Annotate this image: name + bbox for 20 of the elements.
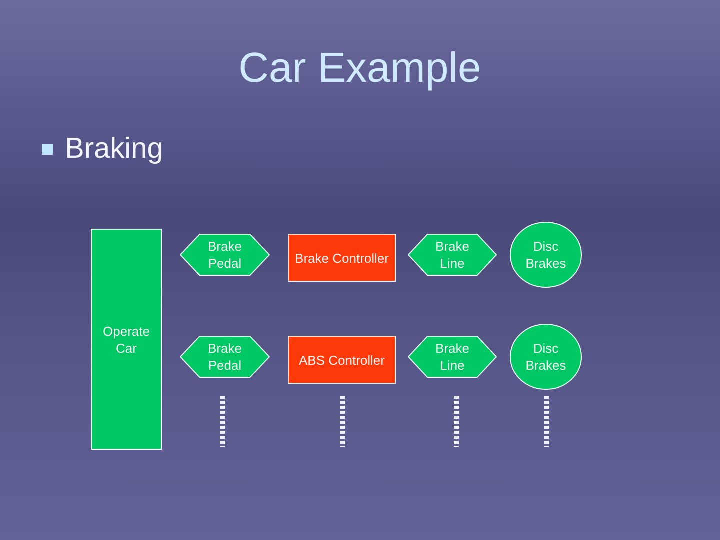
node-label: Brake Pedal (207, 238, 243, 272)
node-label: Brake Controller (295, 250, 389, 266)
node-label: Operate Car (102, 322, 151, 356)
hexagon-node (180, 336, 270, 378)
slide-title: Car Example (238, 44, 482, 91)
hexagon-node (180, 234, 270, 276)
hexagon-node (408, 234, 497, 276)
process-box (91, 229, 162, 450)
node-label: Disc Brakes (524, 340, 568, 374)
node-label: Brake Line (434, 238, 470, 272)
circle-node (510, 222, 582, 288)
hexagon-node (408, 336, 497, 378)
circle-node (510, 324, 582, 390)
controller-box (288, 336, 396, 384)
controller-box (288, 234, 396, 282)
node-label: Brake Line (434, 340, 470, 374)
node-label: Disc Brakes (524, 238, 568, 272)
node-label: Brake Pedal (207, 340, 243, 374)
node-label: ABS Controller (299, 352, 385, 368)
bullet-text: Braking (65, 132, 164, 167)
